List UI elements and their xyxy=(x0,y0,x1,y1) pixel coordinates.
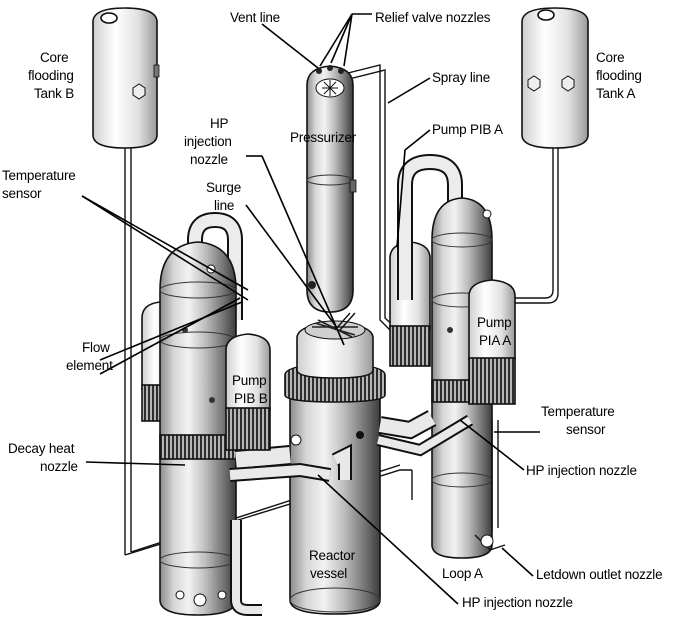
svg-text:Surge: Surge xyxy=(206,180,241,195)
svg-text:nozzle: nozzle xyxy=(40,459,78,474)
label-hp-injection-nozzle-right: HP injection nozzle xyxy=(526,463,637,478)
svg-text:element: element xyxy=(66,358,113,373)
svg-text:Relief valve nozzles: Relief valve nozzles xyxy=(375,10,491,25)
core-flooding-tank-a xyxy=(515,7,589,304)
label-spray-line: Spray line xyxy=(432,70,490,85)
svg-text:Vent line: Vent line xyxy=(230,10,280,25)
svg-text:Reactor: Reactor xyxy=(309,548,356,563)
label-surge-line: Surge line xyxy=(206,180,241,213)
svg-text:flooding: flooding xyxy=(596,68,642,83)
svg-text:Pump: Pump xyxy=(232,373,266,388)
label-hp-injection-nozzle-bottom: HP injection nozzle xyxy=(462,595,573,610)
svg-text:HP injection nozzle: HP injection nozzle xyxy=(526,463,637,478)
label-pump-pib-a: Pump PIB A xyxy=(432,122,503,137)
label-flow-element: Flow element xyxy=(66,340,113,373)
svg-text:Core: Core xyxy=(596,50,624,65)
svg-text:Flow: Flow xyxy=(82,340,110,355)
steam-generator-b xyxy=(159,211,243,616)
svg-text:vessel: vessel xyxy=(310,566,347,581)
svg-text:Spray line: Spray line xyxy=(432,70,490,85)
svg-text:Core: Core xyxy=(40,50,68,65)
label-reactor-vessel: Reactor vessel xyxy=(309,548,356,581)
svg-text:Pump: Pump xyxy=(477,315,511,330)
label-loop-a: Loop A xyxy=(442,566,483,581)
svg-text:Tank B: Tank B xyxy=(34,86,74,101)
svg-text:PIA A: PIA A xyxy=(479,333,511,348)
core-flooding-tank-b xyxy=(92,7,160,555)
label-letdown-outlet-nozzle: Letdown outlet nozzle xyxy=(536,567,663,582)
svg-text:sensor: sensor xyxy=(566,422,606,437)
pump-pib-b xyxy=(225,333,271,451)
svg-text:PIB B: PIB B xyxy=(234,391,268,406)
svg-text:Loop A: Loop A xyxy=(442,566,483,581)
label-core-flooding-tank-b: Core flooding Tank B xyxy=(28,50,74,101)
coolant-loop-piping xyxy=(229,312,474,616)
svg-text:Temperature: Temperature xyxy=(541,404,615,419)
svg-text:Tank A: Tank A xyxy=(596,86,636,101)
label-temperature-sensor-right: Temperature sensor xyxy=(541,404,615,437)
pressurizer xyxy=(306,65,357,313)
leader-lines xyxy=(81,13,540,605)
svg-text:Pump PIB A: Pump PIB A xyxy=(432,122,503,137)
label-pressurizer: Pressurizer xyxy=(290,130,357,145)
svg-text:Pressurizer: Pressurizer xyxy=(290,130,357,145)
svg-text:Decay heat: Decay heat xyxy=(8,441,75,456)
spray-line-pipe xyxy=(339,64,396,336)
pump-pia-a xyxy=(468,279,516,530)
label-decay-heat-nozzle: Decay heat nozzle xyxy=(8,441,78,474)
label-pump-pib-b: Pump PIB B xyxy=(232,373,268,406)
label-relief-valve-nozzles: Relief valve nozzles xyxy=(375,10,491,25)
svg-text:HP: HP xyxy=(210,116,229,131)
svg-text:line: line xyxy=(214,198,234,213)
reactor-vessel xyxy=(284,319,386,615)
svg-text:nozzle: nozzle xyxy=(190,152,228,167)
label-hp-injection-nozzle-top: HP injection nozzle xyxy=(184,116,232,167)
svg-text:injection: injection xyxy=(184,134,232,149)
label-pump-pia-a: Pump PIA A xyxy=(477,315,512,348)
svg-text:sensor: sensor xyxy=(2,186,42,201)
svg-text:HP injection nozzle: HP injection nozzle xyxy=(462,595,573,610)
svg-text:Temperature: Temperature xyxy=(2,168,76,183)
label-core-flooding-tank-a: Core flooding Tank A xyxy=(596,50,642,101)
svg-text:flooding: flooding xyxy=(28,68,74,83)
label-temperature-sensor-left: Temperature sensor xyxy=(2,168,76,201)
label-vent-line: Vent line xyxy=(230,10,280,25)
svg-text:Letdown outlet nozzle: Letdown outlet nozzle xyxy=(536,567,662,582)
